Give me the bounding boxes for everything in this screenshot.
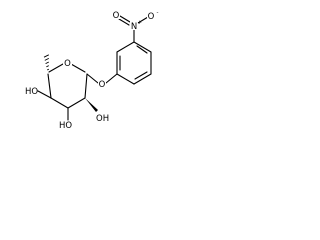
glycosidic-oxygen-label: O bbox=[99, 80, 106, 90]
methyl-hashed-bond bbox=[43, 54, 50, 71]
bond-c5-c4 bbox=[47, 73, 52, 99]
sugar-ring bbox=[47, 63, 88, 109]
nitro-nitrogen-label: N bbox=[131, 22, 137, 32]
bond-c3-c2 bbox=[67, 97, 86, 109]
bond-c4-c3 bbox=[50, 97, 69, 109]
hydroxyl-c4-label: HO bbox=[25, 87, 38, 97]
bond-c4-oh bbox=[37, 90, 52, 99]
ring-oxygen-label: O bbox=[64, 59, 71, 69]
bond-c1-glycosidic-o bbox=[86, 73, 99, 84]
nitro-plus-charge: + bbox=[137, 20, 142, 26]
bond-c5-ring-o bbox=[48, 63, 64, 73]
nitro-group-bonds bbox=[118, 15, 149, 43]
bond-c2-c1 bbox=[84, 73, 88, 99]
phenyl-ring bbox=[116, 41, 152, 85]
nitro-oxygen-single-label: O bbox=[148, 12, 155, 22]
hydroxyl-c2-label: OH bbox=[96, 114, 109, 124]
bond-ring-o-c1 bbox=[70, 63, 86, 73]
hydroxyl-c3-label: HO bbox=[59, 121, 72, 131]
nitro-minus-charge: - bbox=[157, 10, 159, 16]
chemical-structure: O O N + O O - HO HO OH bbox=[25, 10, 159, 131]
bond-c2-oh-wedge bbox=[85, 98, 98, 112]
bond-glycosidic-o-aryl bbox=[105, 73, 118, 84]
atom-labels: O O N + O O - HO HO OH bbox=[25, 10, 159, 131]
nitro-oxygen-double-label: O bbox=[113, 11, 120, 21]
